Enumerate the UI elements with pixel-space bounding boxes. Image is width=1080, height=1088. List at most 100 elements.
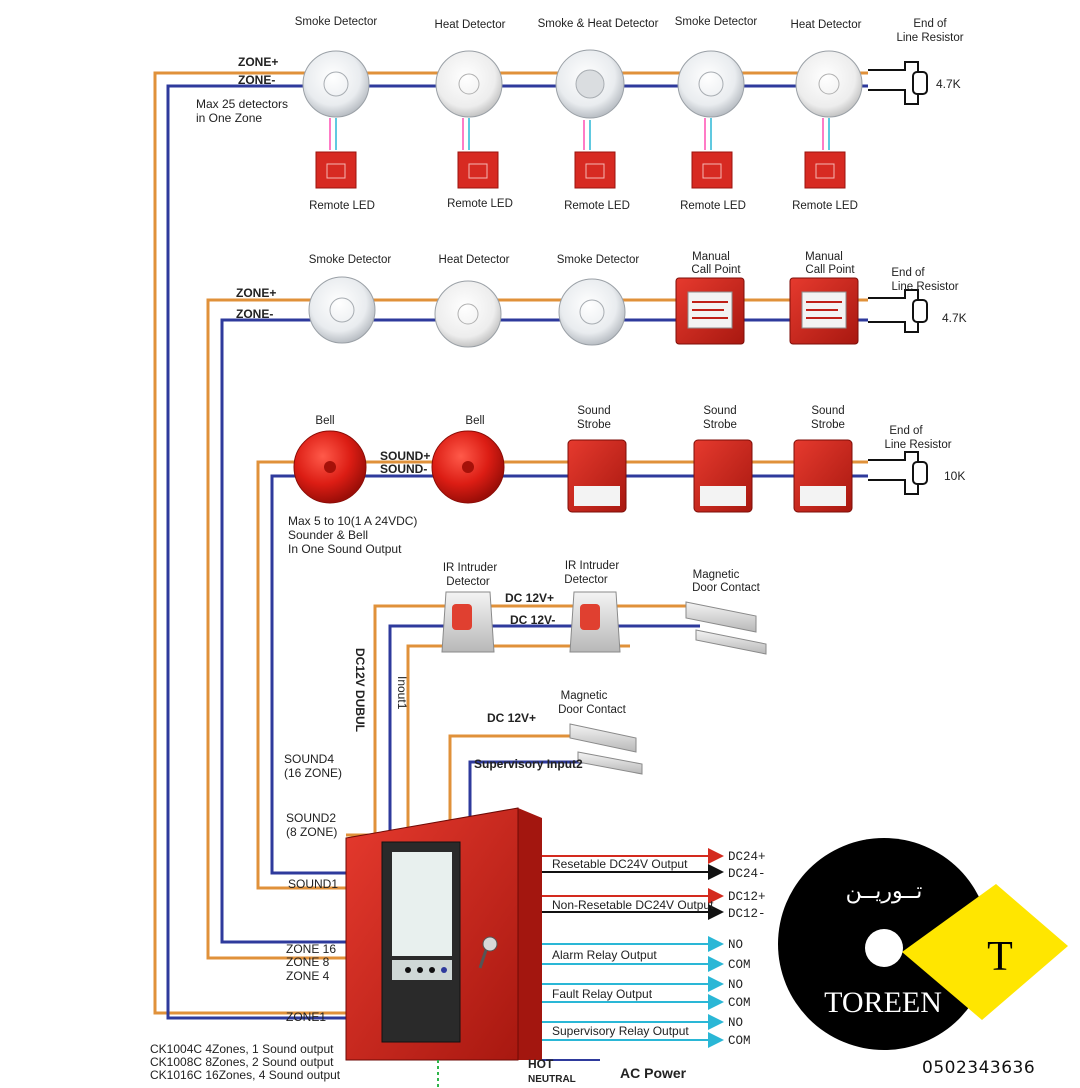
sound4-line2: (16 ZONE) bbox=[284, 766, 342, 780]
remote-led-label: Remote LED bbox=[792, 200, 858, 212]
eol-resistor-row1 bbox=[868, 61, 928, 105]
row2-eol-line2: Line Resistor bbox=[891, 281, 958, 293]
sound-strobe-icon bbox=[567, 439, 627, 513]
smoke-detector-icon bbox=[308, 276, 376, 344]
dc12-minus: DC12- bbox=[728, 907, 766, 921]
resettable-output-label: Resetable DC24V Output bbox=[552, 857, 688, 871]
row1-eol-line1: End of bbox=[913, 18, 947, 30]
row4-dc-minus: DC 12V- bbox=[510, 613, 555, 627]
row2: ZONE+ ZONE- Smoke Detector Heat Detector… bbox=[236, 251, 967, 348]
row2-eol-value: 4.7K bbox=[942, 311, 967, 325]
fault-no: NO bbox=[728, 978, 743, 992]
ir-label-1b: Detector bbox=[446, 576, 490, 588]
supervisory-no: NO bbox=[728, 1016, 743, 1030]
row1-device-label-1: Smoke Detector bbox=[295, 16, 378, 28]
row2-zone-minus: ZONE- bbox=[236, 307, 273, 321]
vertical-dc-label: DC12V DUBUL bbox=[353, 648, 367, 732]
ir-label-2a: IR Intruder bbox=[565, 560, 619, 572]
model-line-3: CK1016C 16Zones, 4 Sound output bbox=[150, 1068, 341, 1082]
row3-eol-value: 10K bbox=[944, 469, 965, 483]
remote-led-label: Remote LED bbox=[564, 200, 630, 212]
non-resettable-output-label: Non-Resetable DC24V Output bbox=[552, 898, 714, 912]
heat-detector-icon bbox=[795, 50, 863, 118]
strobe-label-2b: Strobe bbox=[703, 419, 737, 431]
row2-callpoint-label-1b: Call Point bbox=[691, 264, 741, 276]
mag-label-2a: Magnetic bbox=[561, 690, 608, 702]
supervisory-com: COM bbox=[728, 1034, 751, 1048]
mag-label-1a: Magnetic bbox=[693, 569, 740, 581]
row1-device-label-2: Heat Detector bbox=[435, 19, 506, 31]
magnetic-door-contact-icon bbox=[569, 723, 643, 775]
remote-led-label: Remote LED bbox=[680, 200, 746, 212]
zone8-label: ZONE 8 bbox=[286, 955, 330, 969]
model-line-2: CK1008C 8Zones, 2 Sound output bbox=[150, 1055, 334, 1069]
mag-label-2b: Door Contact bbox=[558, 704, 627, 716]
sound-strobe-icon bbox=[793, 439, 853, 513]
remote-led-icon bbox=[691, 151, 733, 189]
smoke-detector-icon bbox=[302, 50, 370, 118]
sound-plus-label: SOUND+ bbox=[380, 449, 430, 463]
row5: DC 12V+ Magnetic Door Contact Supervisor… bbox=[474, 690, 643, 775]
row1-note-line2: in One Zone bbox=[196, 111, 262, 125]
ir-detector-icon bbox=[569, 591, 621, 653]
row1-note-line1: Max 25 detectors bbox=[196, 97, 288, 111]
ac-power-label: AC Power bbox=[620, 1065, 687, 1081]
magnetic-door-contact-icon bbox=[685, 601, 767, 655]
key-icon bbox=[478, 936, 498, 969]
manual-call-point-icon bbox=[789, 277, 859, 345]
row1-zone-minus: ZONE- bbox=[238, 73, 275, 87]
heat-detector-icon bbox=[434, 280, 502, 348]
neutral-label: NEUTRAL bbox=[528, 1074, 576, 1085]
strobe-label-1a: Sound bbox=[577, 405, 610, 417]
remote-led-icon bbox=[315, 151, 357, 189]
alarm-relay-label: Alarm Relay Output bbox=[552, 948, 657, 962]
panel-left-labels: SOUND4 (16 ZONE) SOUND2 (8 ZONE) SOUND1 … bbox=[150, 752, 342, 1082]
row3-eol-line1: End of bbox=[889, 425, 923, 437]
strobe-label-1b: Strobe bbox=[577, 419, 611, 431]
row4-dc-plus: DC 12V+ bbox=[505, 591, 554, 605]
row1-device-label-4: Smoke Detector bbox=[675, 16, 758, 28]
bell-icon bbox=[431, 430, 505, 504]
row3: Bell Bell Sound Strobe Sound Strobe Soun… bbox=[288, 405, 965, 556]
sound2-line2: (8 ZONE) bbox=[286, 825, 337, 839]
sound2-line1: SOUND2 bbox=[286, 811, 336, 825]
hot-label: HOT bbox=[528, 1057, 554, 1071]
smoke-detector-icon bbox=[677, 50, 745, 118]
row1: ZONE+ ZONE- Max 25 detectors in One Zone… bbox=[196, 16, 964, 212]
zone1-label: ZONE1 bbox=[286, 1010, 326, 1024]
bell-label-2: Bell bbox=[465, 415, 484, 427]
row1-eol-line2: Line Resistor bbox=[896, 32, 963, 44]
ir-label-2b: Detector bbox=[564, 574, 608, 586]
dc12-plus: DC12+ bbox=[728, 890, 766, 904]
row1-zone-plus: ZONE+ bbox=[238, 55, 278, 69]
sound1-label: SOUND1 bbox=[288, 877, 338, 891]
eol-resistor-row3 bbox=[868, 451, 928, 495]
row4: IR Intruder Detector IR Intruder Detecto… bbox=[353, 560, 767, 732]
phone-number: 0502343636 bbox=[922, 1058, 1036, 1078]
eol-resistor-row2 bbox=[868, 289, 928, 333]
sound-minus-label: SOUND- bbox=[380, 462, 427, 476]
dc24-minus: DC24- bbox=[728, 867, 766, 881]
bell-icon bbox=[293, 430, 367, 504]
row2-device-label-1: Smoke Detector bbox=[309, 254, 392, 266]
zone16-label: ZONE 16 bbox=[286, 942, 336, 956]
fault-relay-label: Fault Relay Output bbox=[552, 987, 653, 1001]
fire-alarm-control-panel bbox=[345, 807, 542, 1061]
sound4-line1: SOUND4 bbox=[284, 752, 334, 766]
supervisory-input-label: Supervisory Input2 bbox=[474, 757, 583, 771]
logo-arabic-text: تــوريــن bbox=[846, 879, 923, 904]
logo-brand-text: TOREEN bbox=[824, 986, 942, 1019]
alarm-com: COM bbox=[728, 958, 751, 972]
vertical-input-label: Inout1 bbox=[395, 676, 409, 710]
row2-zone-plus: ZONE+ bbox=[236, 286, 276, 300]
remote-led-icon bbox=[457, 151, 499, 189]
row3-note-line2: Sounder & Bell bbox=[288, 528, 368, 542]
alarm-no: NO bbox=[728, 938, 743, 952]
remote-led-label: Remote LED bbox=[309, 200, 375, 212]
row3-note-line3: In One Sound Output bbox=[288, 542, 402, 556]
zone4-label: ZONE 4 bbox=[286, 969, 330, 983]
smoke-detector-icon bbox=[558, 278, 626, 346]
row3-note-line1: Max 5 to 10(1 A 24VDC) bbox=[288, 514, 417, 528]
logo-letter: T bbox=[987, 934, 1013, 980]
